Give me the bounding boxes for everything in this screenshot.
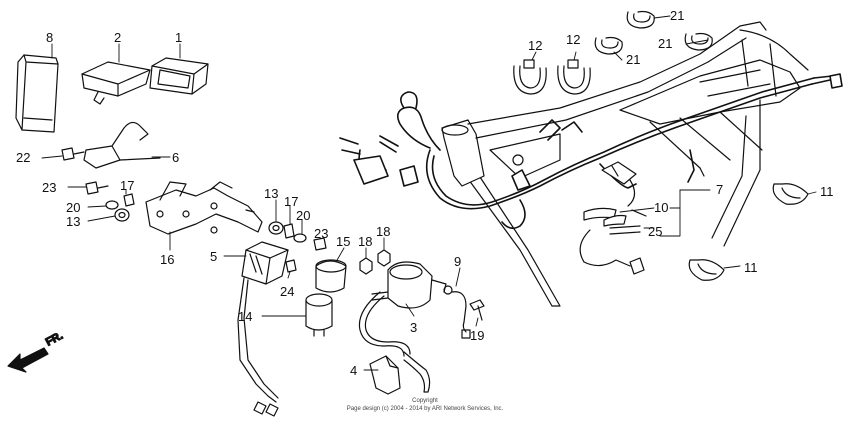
part-21-clamp-mid xyxy=(594,36,623,55)
part-24-bolt xyxy=(285,259,297,273)
part-11-clamp-upper xyxy=(772,183,809,205)
part-16-bracket xyxy=(145,181,263,235)
callout-11-b: 11 xyxy=(744,260,758,275)
callout-2: 2 xyxy=(114,30,121,45)
part-1-fusebox xyxy=(149,57,209,95)
part-12-band-right xyxy=(557,59,591,95)
part-23-bolt-right xyxy=(313,237,327,251)
callout-4: 4 xyxy=(350,363,357,378)
callout-20: 20 xyxy=(66,200,80,215)
part-13-nut-right xyxy=(268,221,284,235)
callout-13-right: 13 xyxy=(264,186,278,201)
callout-15: 15 xyxy=(336,234,350,249)
callout-23-right: 23 xyxy=(314,226,328,241)
callout-17: 17 xyxy=(120,178,134,193)
part-22-bolt xyxy=(61,147,85,161)
callout-12: 12 xyxy=(528,38,542,53)
part-20-washer xyxy=(105,200,119,210)
part-19-bolt xyxy=(469,299,485,321)
callout-16: 16 xyxy=(160,252,174,267)
part-17-collar-right xyxy=(283,223,295,239)
callout-22: 22 xyxy=(16,150,30,165)
callout-13: 13 xyxy=(66,214,80,229)
callout-21-b: 21 xyxy=(626,52,640,67)
callout-6: 6 xyxy=(172,150,179,165)
callout-labels: 8 2 1 22 6 23 17 20 13 16 13 17 20 23 15… xyxy=(16,8,834,378)
callout-25: 25 xyxy=(648,224,662,239)
callout-9: 9 xyxy=(454,254,461,269)
part-2-regulator xyxy=(81,61,151,105)
callout-23: 23 xyxy=(42,180,56,195)
callout-20-right: 20 xyxy=(296,208,310,223)
callout-8: 8 xyxy=(46,30,53,45)
part-25-harness-lead xyxy=(579,179,647,275)
part-12-band-left xyxy=(513,59,547,95)
callout-1: 1 xyxy=(175,30,182,45)
callout-18: 18 xyxy=(358,234,372,249)
front-direction-arrow-icon xyxy=(7,347,49,373)
part-11-clamp-lower xyxy=(688,259,725,281)
part-13-nut xyxy=(114,208,130,222)
part-10-relay xyxy=(601,161,637,185)
copyright-text: Page design (c) 2004 - 2014 by ARI Netwo… xyxy=(346,406,504,412)
callout-14: 14 xyxy=(238,309,252,324)
leader-lines xyxy=(41,15,817,371)
part-21-clamp-top xyxy=(626,10,655,29)
part-18-nut xyxy=(359,257,373,275)
part-8-box xyxy=(15,54,59,133)
callout-5: 5 xyxy=(210,249,217,264)
callout-17-right: 17 xyxy=(284,194,298,209)
callout-21-c: 21 xyxy=(658,36,672,51)
part-20-washer-right xyxy=(293,233,307,243)
callout-12-b: 12 xyxy=(566,32,580,47)
callout-21: 21 xyxy=(670,8,684,23)
part-9-ground-wire xyxy=(443,285,471,339)
part-10-tube xyxy=(583,207,627,227)
callout-18-b: 18 xyxy=(376,224,390,239)
part-6-rectifier xyxy=(83,121,161,169)
callout-3: 3 xyxy=(410,320,417,335)
part-21-clamp-right xyxy=(684,32,713,51)
part-5-cdi xyxy=(237,241,289,417)
part-7-wire-harness xyxy=(339,73,843,230)
copyright-title: Copyright xyxy=(412,398,438,404)
part-14-capacitor xyxy=(305,293,333,337)
copyright-notice: Copyright Page design (c) 2004 - 2014 by… xyxy=(330,397,520,413)
part-15-cover xyxy=(315,259,347,293)
part-3-ignition-coil xyxy=(358,261,447,357)
callout-10: 10 xyxy=(654,200,668,215)
part-18-nut-b xyxy=(377,249,391,267)
callout-19: 19 xyxy=(470,328,484,343)
callout-7: 7 xyxy=(716,182,723,197)
part-4-plug-cap xyxy=(369,351,431,395)
callout-11: 11 xyxy=(820,184,834,199)
part-17-collar xyxy=(123,193,135,207)
direction-label: FR. xyxy=(44,330,65,349)
part-23-bolt xyxy=(85,181,109,195)
callout-24: 24 xyxy=(280,284,294,299)
